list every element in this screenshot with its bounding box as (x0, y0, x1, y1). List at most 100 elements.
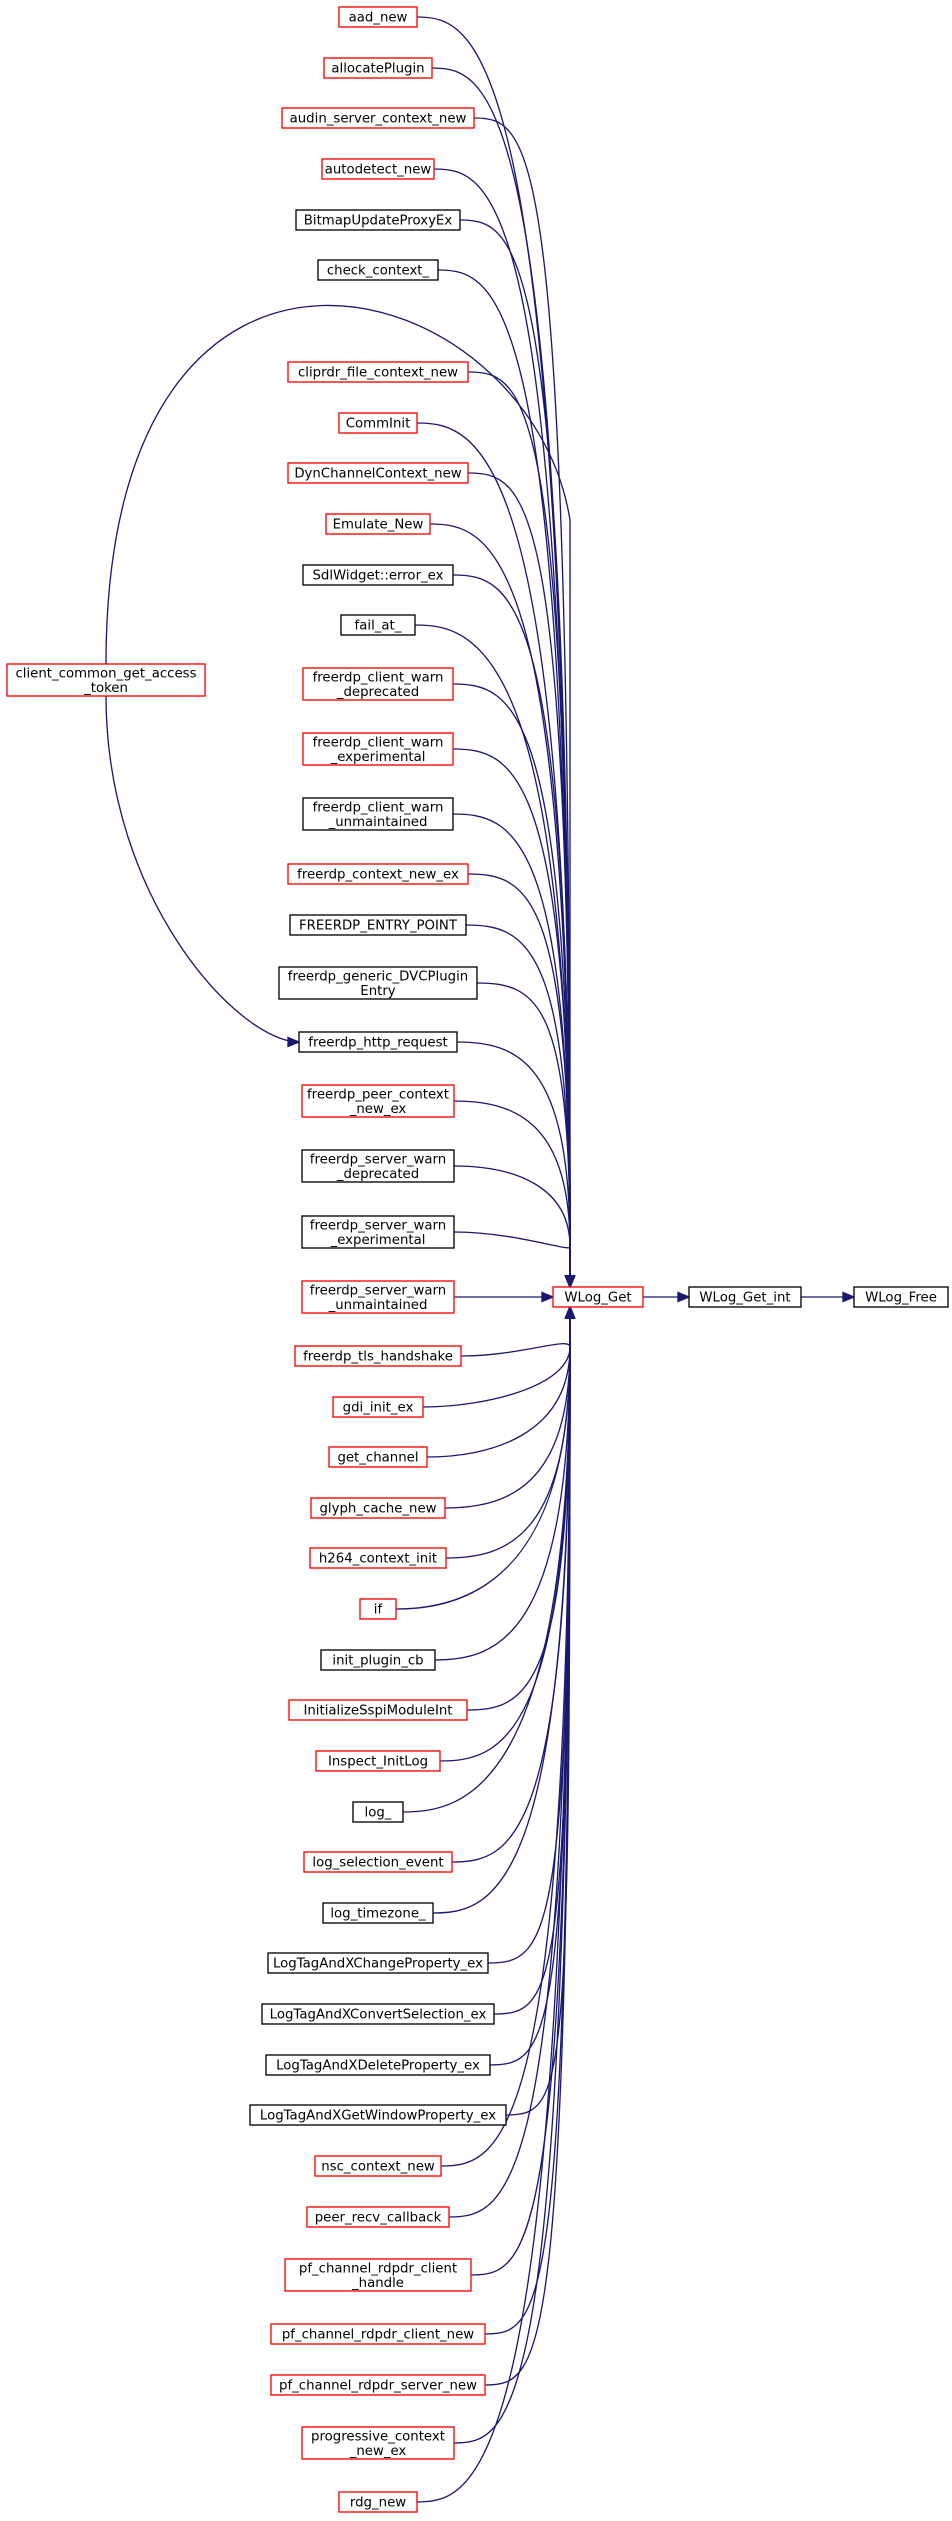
node-freerdp-server-warn-experimental[interactable]: freerdp_server_warn_experimental (301, 1215, 455, 1249)
node-box (332, 1396, 424, 1418)
node-freerdp-peer-context-new-ex[interactable]: freerdp_peer_context_new_ex (301, 1084, 455, 1118)
node-label: _new_ex (349, 2444, 407, 2459)
node-audin-server-context-new[interactable]: audin_server_context_new (281, 107, 475, 129)
node-glyph-cache-new[interactable]: glyph_cache_new (310, 1497, 446, 1519)
edge-DynChannelContext_new-to-WLog_Get (467, 472, 571, 1287)
node-BitmapUpdateProxyEx[interactable]: BitmapUpdateProxyEx (295, 209, 461, 231)
node-label: freerdp_server_warn (310, 1152, 446, 1167)
edge-freerdp_tls_handshake-to-WLog_Get (460, 1307, 571, 1357)
node-WLog-Free[interactable]: WLog_Free (853, 1286, 949, 1308)
node-fail-at-[interactable]: fail_at_ (340, 614, 416, 636)
node-rdg-new[interactable]: rdg_new (338, 2491, 418, 2513)
edge-peer_recv_callback-to-WLog_Get (448, 1307, 571, 2218)
node-log-selection-event[interactable]: log_selection_event (303, 1851, 453, 1873)
node-label: nsc_context_new (321, 2160, 435, 2175)
edge-fail_at_-to-WLog_Get (414, 624, 571, 1287)
node-if[interactable]: if (359, 1598, 397, 1620)
node-label: fail_at_ (355, 619, 402, 634)
node-label: WLog_Get (564, 1291, 631, 1306)
node-allocatePlugin[interactable]: allocatePlugin (323, 57, 433, 79)
node-label: h264_context_init (319, 1552, 437, 1567)
node-gdi-init-ex[interactable]: gdi_init_ex (332, 1396, 424, 1418)
node-Emulate-New[interactable]: Emulate_New (325, 513, 431, 535)
node-freerdp-client-warn-deprecated[interactable]: freerdp_client_warn_deprecated (302, 667, 454, 701)
node-pf-channel-rdpdr-client-new[interactable]: pf_channel_rdpdr_client_new (270, 2323, 486, 2345)
node-label: _deprecated (336, 1167, 419, 1182)
node-FREERDP-ENTRY-POINT[interactable]: FREERDP_ENTRY_POINT (289, 914, 467, 936)
edge-InitializeSspiModuleInt-to-WLog_Get (466, 1307, 571, 1711)
node-InitializeSspiModuleInt[interactable]: InitializeSspiModuleInt (288, 1699, 468, 1721)
node-cliprdr-file-context-new[interactable]: cliprdr_file_context_new (287, 361, 469, 383)
node-label: _unmaintained (328, 815, 428, 830)
node-label: init_plugin_cb (332, 1654, 423, 1669)
node-LogTagAndXConvertSelection-ex[interactable]: LogTagAndXConvertSelection_ex (261, 2003, 495, 2025)
node-freerdp-server-warn-deprecated[interactable]: freerdp_server_warn_deprecated (301, 1149, 455, 1183)
node-label: CommInit (346, 417, 411, 432)
node-box (323, 57, 433, 79)
node-box (688, 1286, 802, 1308)
node-LogTagAndXChangeProperty-ex[interactable]: LogTagAndXChangeProperty_ex (267, 1952, 489, 1974)
node-freerdp-client-warn-unmaintained[interactable]: freerdp_client_warn_unmaintained (302, 797, 454, 831)
node-box (265, 2054, 491, 2076)
node-init-plugin-cb[interactable]: init_plugin_cb (320, 1649, 436, 1671)
node-LogTagAndXGetWindowProperty-ex[interactable]: LogTagAndXGetWindowProperty_ex (249, 2104, 507, 2126)
edge-pf_channel_rdpdr_client_handle-to-WLog_Get (470, 1307, 571, 2276)
node-Inspect-InitLog[interactable]: Inspect_InitLog (315, 1750, 441, 1772)
edge-freerdp_server_warn_unmaintained-to-WLog_Get-arrow (541, 1291, 555, 1303)
node-freerdp-tls-handshake[interactable]: freerdp_tls_handshake (294, 1345, 462, 1367)
node-label: freerdp_tls_handshake (303, 1350, 453, 1365)
node-freerdp-context-new-ex[interactable]: freerdp_context_new_ex (287, 863, 469, 885)
node-box (301, 2426, 455, 2460)
node-label: _unmaintained (328, 1298, 428, 1313)
edge-client_common_get_access_token-to-freerdp_http_request-arrow (287, 1036, 301, 1048)
node-progressive-context-new-ex[interactable]: progressive_context_new_ex (301, 2426, 455, 2460)
node-client-common-get-access-token[interactable]: client_common_get_access_token (6, 663, 206, 697)
node-label: get_channel (337, 1451, 418, 1466)
node-label: InitializeSspiModuleInt (303, 1704, 452, 1719)
node-label: progressive_context (311, 2429, 445, 2444)
node-box (317, 259, 439, 281)
node-freerdp-client-warn-experimental[interactable]: freerdp_client_warn_experimental (302, 732, 454, 766)
edge-SdlWidget::error_ex-to-WLog_Get (452, 574, 571, 1287)
node-freerdp-server-warn-unmaintained[interactable]: freerdp_server_warn_unmaintained (301, 1280, 455, 1314)
node-freerdp-http-request[interactable]: freerdp_http_request (298, 1031, 458, 1053)
edge-freerdp_client_warn_deprecated-to-WLog_Get (452, 683, 571, 1287)
node-nsc-context-new[interactable]: nsc_context_new (314, 2155, 442, 2177)
node-get-channel[interactable]: get_channel (328, 1446, 428, 1468)
node-box (302, 732, 454, 766)
node-peer-recv-callback[interactable]: peer_recv_callback (306, 2206, 450, 2228)
node-log-[interactable]: log_ (352, 1801, 404, 1823)
node-label: WLog_Get_int (699, 1291, 790, 1306)
node-label: Emulate_New (333, 518, 424, 533)
node-check-context-[interactable]: check_context_ (317, 259, 439, 281)
node-WLog-Get-int[interactable]: WLog_Get_int (688, 1286, 802, 1308)
node-label: _experimental (330, 750, 426, 765)
node-label: freerdp_peer_context (307, 1087, 449, 1102)
node-CommInit[interactable]: CommInit (338, 412, 418, 434)
node-pf-channel-rdpdr-client-handle[interactable]: pf_channel_rdpdr_client_handle (284, 2258, 472, 2292)
node-log-timezone-[interactable]: log_timezone_ (322, 1902, 434, 1924)
node-label: pf_channel_rdpdr_client_new (282, 2328, 474, 2343)
node-label: Entry (360, 984, 396, 999)
node-DynChannelContext-new[interactable]: DynChannelContext_new (287, 462, 469, 484)
node-box (328, 1446, 428, 1468)
edge-progressive_context_new_ex-to-WLog_Get (453, 1307, 571, 2444)
node-label: _handle (351, 2276, 404, 2291)
node-WLog-Get[interactable]: WLog_Get (552, 1286, 644, 1308)
node-label: rdg_new (350, 2496, 406, 2511)
node-pf-channel-rdpdr-server-new[interactable]: pf_channel_rdpdr_server_new (270, 2374, 486, 2396)
edge-rdg_new-to-WLog_Get (416, 1307, 571, 2503)
node-box (301, 1084, 455, 1118)
node-h264-context-init[interactable]: h264_context_init (309, 1547, 447, 1569)
node-LogTagAndXDeleteProperty-ex[interactable]: LogTagAndXDeleteProperty_ex (265, 2054, 491, 2076)
node-box (267, 1952, 489, 1974)
node-box (270, 2323, 486, 2345)
node-autodetect-new[interactable]: autodetect_new (321, 158, 435, 180)
node-SdlWidget-error-ex[interactable]: SdlWidget::error_ex (302, 564, 454, 586)
node-aad-new[interactable]: aad_new (338, 6, 418, 28)
node-box (301, 1149, 455, 1183)
edge-pf_channel_rdpdr_server_new-to-WLog_Get (484, 1307, 571, 2386)
node-box (321, 158, 435, 180)
